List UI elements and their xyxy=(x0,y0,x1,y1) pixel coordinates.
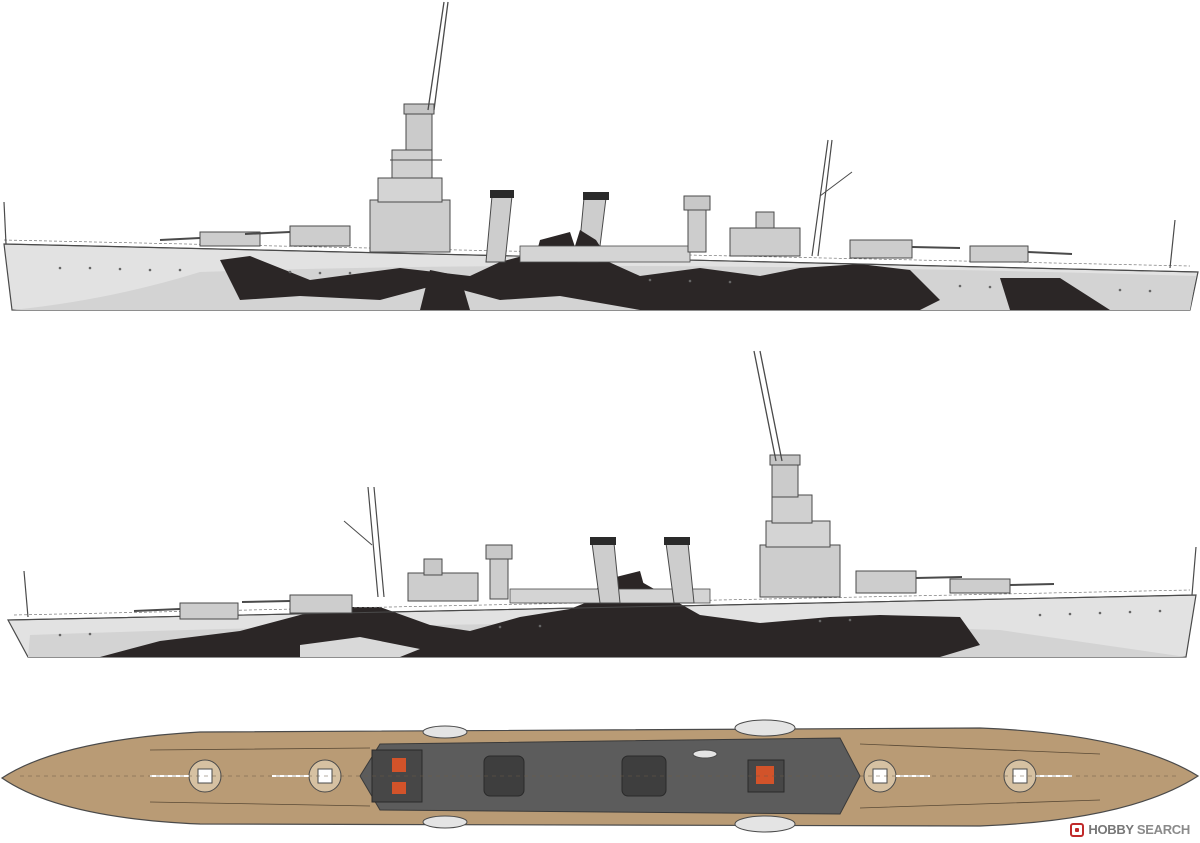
turret-a-gun xyxy=(159,237,201,241)
boat-port-forward xyxy=(422,725,468,739)
turret-b-gun xyxy=(915,576,963,579)
hobby-search-watermark: HOBBY SEARCH xyxy=(1070,822,1190,837)
turret-x-gun xyxy=(241,600,291,603)
aft-superstructure xyxy=(729,227,801,257)
bridge-top xyxy=(391,149,433,179)
plan-view-drawing xyxy=(0,719,1200,833)
portholes xyxy=(58,609,1162,637)
turret-b-gun xyxy=(244,231,291,235)
funnel-forward-cap xyxy=(490,190,514,198)
turret-b xyxy=(855,570,917,594)
port-profile-view xyxy=(0,345,1200,665)
portholes xyxy=(58,266,1152,293)
boat-starboard-forward xyxy=(422,815,468,829)
midships-deckhouse xyxy=(519,245,691,263)
plan-view xyxy=(0,710,1200,843)
turret-y xyxy=(179,602,239,620)
bridge-base xyxy=(369,199,451,253)
turret-y-gun xyxy=(1027,251,1073,255)
bridge-upper xyxy=(377,177,443,203)
starboard-profile-drawing xyxy=(3,1,1199,311)
aft-director xyxy=(423,558,443,576)
bridge-upper xyxy=(765,520,831,548)
deck-planking-lines xyxy=(149,743,1101,809)
camouflage-stern-patch xyxy=(1000,278,1110,310)
turret-x xyxy=(289,594,353,614)
turret-x xyxy=(849,239,913,259)
camouflage-lower xyxy=(300,637,420,657)
funnel-aft-cap xyxy=(590,537,616,545)
bridge-base xyxy=(759,544,841,598)
boat-starboard-aft xyxy=(734,815,796,833)
director-tower xyxy=(771,462,799,498)
mainmast-yard xyxy=(343,520,373,546)
hobby-search-logo-icon xyxy=(1070,822,1085,837)
mainmast-yard xyxy=(819,171,853,197)
jack-staff xyxy=(1191,546,1197,596)
searchlight-tower xyxy=(687,207,707,253)
funnel-forward-cap xyxy=(664,537,690,545)
aft-director xyxy=(755,211,775,229)
funnel-forward xyxy=(485,195,513,263)
bridge-accent-lower xyxy=(392,782,406,794)
searchlight-tower xyxy=(489,556,509,600)
director-tower xyxy=(405,111,433,151)
jack-staff xyxy=(3,201,7,245)
funnel-aft-cap xyxy=(583,192,609,200)
watermark-suffix: SEARCH xyxy=(1136,822,1190,837)
bridge-accent xyxy=(392,758,406,772)
foremast xyxy=(753,350,783,462)
foremast xyxy=(427,1,449,111)
ensign-staff xyxy=(1169,219,1176,269)
director xyxy=(403,103,435,115)
bridge-top xyxy=(771,494,813,524)
turret-y-gun xyxy=(133,608,181,612)
director xyxy=(769,454,801,466)
watermark-brand: HOBBY xyxy=(1088,822,1134,837)
boat-port-aft xyxy=(734,719,796,737)
turret-a-gun xyxy=(1009,583,1055,586)
searchlight-platform xyxy=(485,544,513,560)
watermark-text: HOBBY SEARCH xyxy=(1088,822,1190,837)
camouflage-pattern xyxy=(220,246,940,310)
turret-y xyxy=(969,245,1029,263)
mainmast xyxy=(367,486,385,598)
mainmast xyxy=(811,139,833,257)
camouflage-bow-patch xyxy=(420,270,470,310)
aft-superstructure xyxy=(407,572,479,602)
aft-director-accent xyxy=(756,766,774,784)
midships-deck xyxy=(359,737,861,815)
searchlight-platform xyxy=(683,195,711,211)
ensign-staff xyxy=(23,570,29,618)
port-profile-drawing xyxy=(7,350,1197,658)
turret-a xyxy=(949,578,1011,594)
boat-midships xyxy=(692,749,718,759)
turret-b xyxy=(289,225,351,247)
turret-x-gun xyxy=(911,246,961,249)
starboard-profile-view xyxy=(0,0,1200,320)
camouflage-pattern xyxy=(100,581,980,657)
